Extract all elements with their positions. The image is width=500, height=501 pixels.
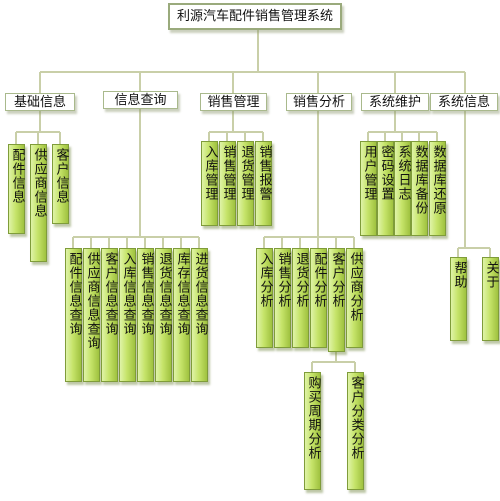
root-node: 利源汽车配件销售管理系统 (168, 3, 342, 30)
leaf-customer-query: 客户信息查询 (101, 248, 118, 382)
leaf-password-settings: 密码设置 (377, 141, 394, 236)
module-info-query: 信息查询 (103, 91, 178, 109)
leaf-inventory-query: 库存信息查询 (173, 248, 190, 382)
leaf-purchase-query: 进货信息查询 (191, 248, 208, 382)
leaf-sales-alarm: 销售报警 (255, 141, 272, 226)
leaf-stockin-management: 入库管理 (201, 141, 218, 226)
leaf-return-query: 退货信息查询 (155, 248, 172, 382)
leaf-about: 关于 (482, 257, 499, 341)
leaf-user-management: 用户管理 (360, 141, 377, 236)
leaf-sales-query: 销售信息查询 (137, 248, 154, 382)
leaf-purchase-cycle-analysis: 购买周期分析 (304, 372, 321, 490)
leaf-supplier-query: 供应商信息查询 (83, 248, 100, 382)
leaf-customer-info: 客户信息 (52, 144, 69, 224)
leaf-return-management: 退货管理 (237, 141, 254, 226)
module-basic-info: 基础信息 (5, 93, 75, 111)
leaf-part-analysis: 配件分析 (310, 248, 327, 348)
leaf-return-analysis: 退货分析 (292, 248, 309, 348)
module-system-maintenance: 系统维护 (361, 93, 429, 111)
leaf-sales-analysis: 销售分析 (274, 248, 291, 348)
leaf-sales-management: 销售管理 (219, 141, 236, 226)
leaf-part-query: 配件信息查询 (65, 248, 82, 382)
leaf-database-restore: 数据库还原 (429, 141, 446, 236)
leaf-customer-classification-analysis: 客户分类分析 (347, 372, 364, 490)
leaf-system-log: 系统日志 (394, 141, 411, 236)
module-system-info: 系统信息 (430, 93, 498, 111)
leaf-customer-analysis: 客户分析 (328, 248, 345, 352)
leaf-help: 帮助 (450, 257, 467, 341)
leaf-stockin-query: 入库信息查询 (119, 248, 136, 382)
leaf-part-info: 配件信息 (8, 144, 25, 234)
leaf-supplier-analysis: 供应商分析 (346, 248, 363, 348)
leaf-stockin-analysis: 入库分析 (256, 248, 273, 348)
module-sales-analysis: 销售分析 (286, 93, 352, 111)
leaf-database-backup: 数据库备份 (411, 141, 428, 236)
module-sales-management: 销售管理 (200, 93, 267, 111)
leaf-supplier-info: 供应商信息 (30, 144, 47, 262)
